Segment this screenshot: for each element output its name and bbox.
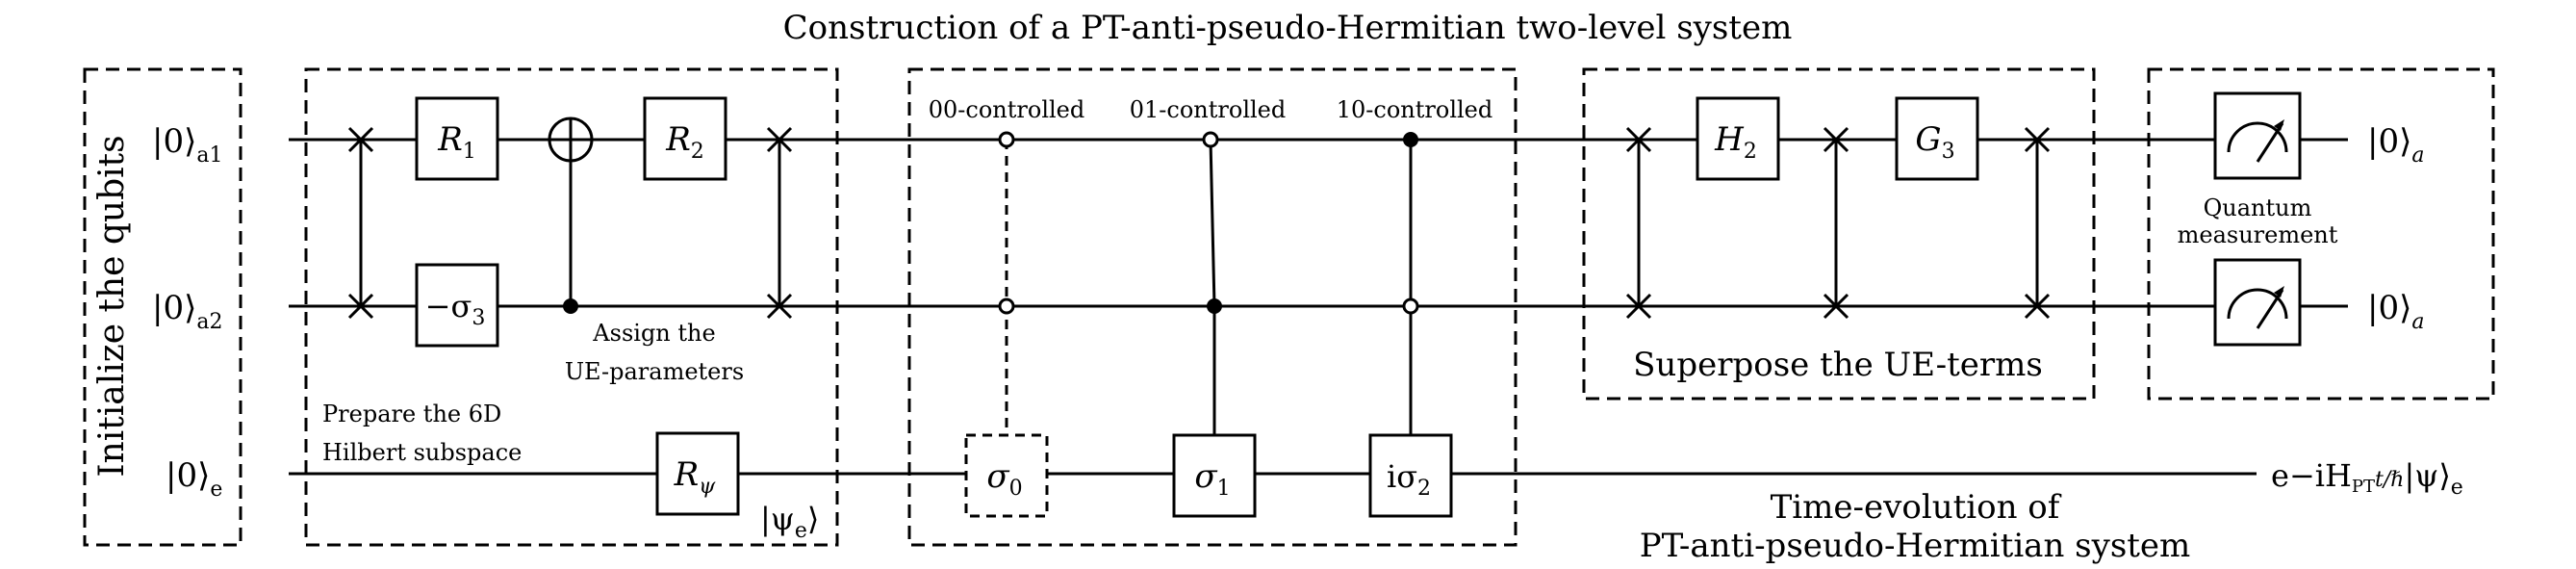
assign-label-line1: Assign the bbox=[592, 320, 715, 347]
controlled-sigma1: σ1 bbox=[1172, 131, 1257, 518]
time-evolution-label-line1: Time-evolution of bbox=[1771, 488, 2062, 527]
assign-label-line2: UE-parameters bbox=[565, 358, 744, 385]
init-section-box bbox=[83, 67, 242, 547]
prepare-label-line1: Prepare the 6D bbox=[322, 401, 501, 427]
svg-text:R2: R2 bbox=[665, 120, 704, 164]
swap-gate-1 bbox=[347, 126, 374, 320]
swap-gate-2 bbox=[766, 126, 793, 320]
r2-gate: R2 bbox=[643, 96, 727, 181]
control-label-01: 01-controlled bbox=[1130, 96, 1286, 123]
init-label: Initialize the qubits bbox=[92, 135, 132, 477]
output-a2-label: |0⟩a bbox=[2367, 289, 2424, 334]
svg-text:Rψ: Rψ bbox=[674, 455, 717, 499]
output-a1-label: |0⟩a bbox=[2367, 122, 2424, 168]
measure-section-box bbox=[2147, 67, 2495, 401]
prepare-section-box bbox=[304, 67, 839, 547]
time-evolution-label-line2: PT-anti-pseudo-Hermitian system bbox=[1640, 527, 2191, 565]
measure-label-line2: measurement bbox=[2178, 221, 2338, 248]
r1-gate: R1 bbox=[415, 96, 499, 181]
input-a2-label: |0⟩a2 bbox=[152, 289, 222, 334]
input-a1-label: |0⟩a1 bbox=[152, 122, 222, 168]
superpose-label: Superpose the UE-terms bbox=[1633, 346, 2043, 384]
swap-gate-3 bbox=[1625, 126, 1652, 320]
superpose-section-box bbox=[1582, 67, 2096, 401]
control-label-00: 00-controlled bbox=[929, 96, 1084, 123]
measurement-meter-a2 bbox=[2213, 258, 2302, 347]
svg-text:H2: H2 bbox=[1714, 120, 1757, 164]
svg-text:G3: G3 bbox=[1915, 120, 1954, 164]
svg-text:iσ2: iσ2 bbox=[1387, 458, 1431, 501]
controlled-isigma2: iσ2 bbox=[1368, 132, 1453, 518]
controlled-sigma0: σ0 bbox=[964, 131, 1049, 518]
input-e-label: |0⟩e bbox=[166, 456, 222, 502]
output-e-label: e−iHPTt/ℏ|ψ⟩e bbox=[2271, 457, 2463, 500]
controlled-section-box bbox=[907, 67, 1518, 547]
diagram-title: Construction of a PT-anti-pseudo-Hermiti… bbox=[783, 9, 1793, 47]
psi-e-label: |ψe⟩ bbox=[760, 501, 819, 543]
control-label-10: 10-controlled bbox=[1337, 96, 1492, 123]
neg-sigma3-gate: −σ3 bbox=[415, 263, 499, 348]
prepare-label-line2: Hilbert subspace bbox=[322, 439, 522, 466]
svg-text:σ0: σ0 bbox=[986, 457, 1022, 501]
cnot-gate bbox=[548, 116, 594, 314]
g3-gate: G3 bbox=[1895, 96, 1979, 181]
swap-gate-4 bbox=[1823, 126, 1849, 320]
measurement-meter-a1 bbox=[2213, 91, 2302, 180]
svg-text:R1: R1 bbox=[437, 120, 476, 164]
swap-gate-5 bbox=[2024, 126, 2051, 320]
h2-gate: H2 bbox=[1696, 96, 1780, 181]
measure-label-line1: Quantum bbox=[2204, 194, 2312, 221]
svg-text:−σ3: −σ3 bbox=[425, 288, 486, 330]
rpsi-gate: Rψ bbox=[655, 431, 740, 516]
svg-text:σ1: σ1 bbox=[1194, 457, 1230, 501]
